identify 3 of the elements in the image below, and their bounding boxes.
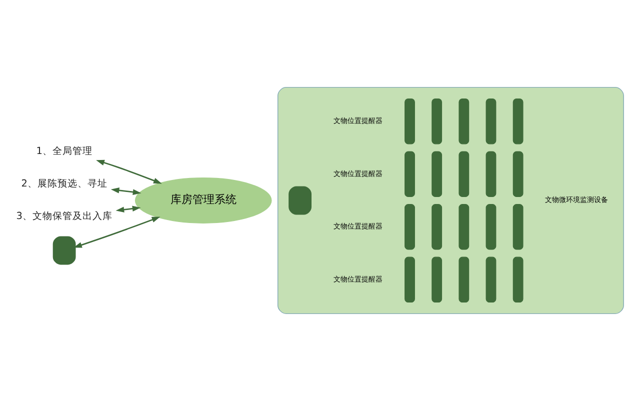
node-text: 1、全局管理 xyxy=(36,145,92,156)
node-text: 3、文物保管及出入库 xyxy=(16,210,112,222)
node-text: 2、展陈预选、寻址 xyxy=(21,178,108,189)
